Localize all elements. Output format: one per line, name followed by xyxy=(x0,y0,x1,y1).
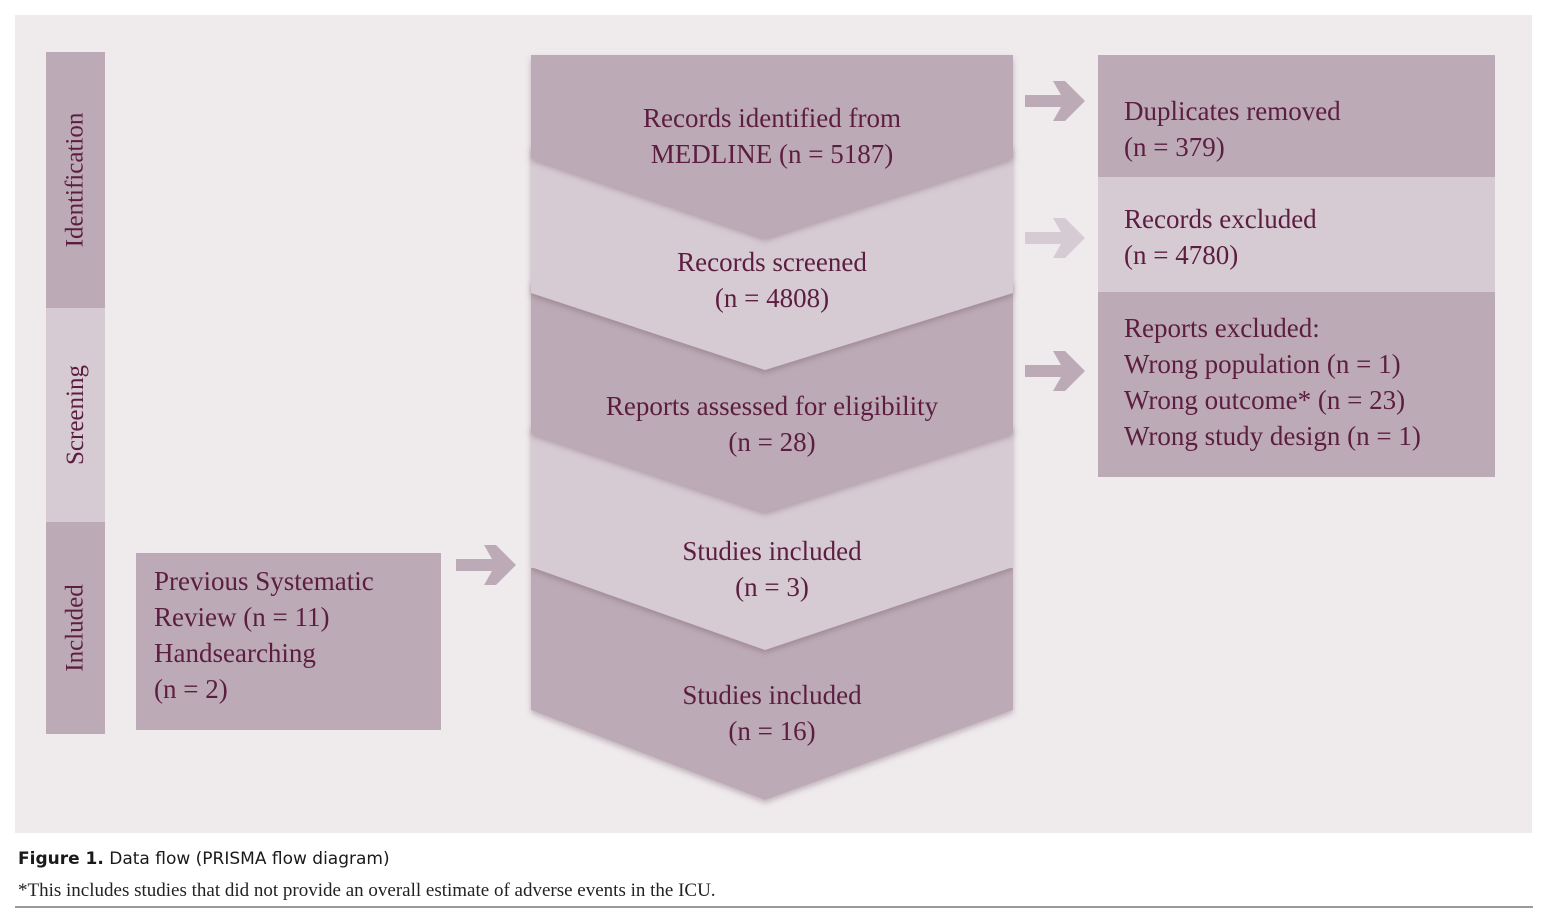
phase-identification: Identification xyxy=(46,52,105,308)
stage-chevron-1 xyxy=(531,55,1013,238)
footnote: *This includes studies that did not prov… xyxy=(18,880,716,901)
excl-title: Duplicates removed xyxy=(1124,96,1341,126)
phase-included: Included xyxy=(46,522,105,734)
divider xyxy=(15,906,1533,908)
stage-included-review: Studies included (n = 3) xyxy=(531,533,1013,605)
stage-line: Studies included xyxy=(682,680,862,710)
stage-line: Records screened xyxy=(677,247,867,277)
arrow-right-icon xyxy=(1025,218,1085,258)
stage-line: Studies included xyxy=(682,536,862,566)
box-reports-excluded: Reports excluded: Wrong population (n = … xyxy=(1098,292,1495,477)
stage-chevron-3 xyxy=(531,280,1013,512)
caption-label: Figure 1. xyxy=(18,849,104,869)
stage-count: (n = 3) xyxy=(735,572,809,602)
excl-title: Records excluded xyxy=(1124,204,1317,234)
source-line: Review (n = 11) xyxy=(154,602,330,632)
box-duplicates-removed: Duplicates removed (n = 379) xyxy=(1098,55,1495,177)
stage-line: Reports assessed for eligibility xyxy=(605,391,939,421)
box-other-sources: Previous Systematic Review (n = 11) Hand… xyxy=(136,553,441,730)
box-records-excluded: Records excluded (n = 4780) xyxy=(1098,177,1495,292)
stage-count: MEDLINE (n = 5187) xyxy=(650,139,894,169)
stage-included-total: Studies included (n = 16) xyxy=(531,677,1013,749)
stage-count: (n = 4808) xyxy=(714,283,830,313)
stage-line: Records identified from xyxy=(643,103,901,133)
diagram-canvas: Identification Screening Included Record… xyxy=(15,15,1532,833)
stage-identified: Records identified from MEDLINE (n = 518… xyxy=(531,100,1013,172)
phase-screening: Screening xyxy=(46,308,105,522)
arrow-right-icon xyxy=(456,545,516,585)
stage-count: (n = 28) xyxy=(728,427,816,457)
figure-caption: Figure 1. Data flow (PRISMA flow diagram… xyxy=(18,849,390,869)
excl-item: Wrong outcome* (n = 23) xyxy=(1124,385,1406,415)
source-line: (n = 2) xyxy=(154,674,228,704)
stage-chevron-4 xyxy=(531,425,1013,650)
source-line: Previous Systematic xyxy=(154,566,374,596)
stage-chevron-5 xyxy=(531,568,1013,800)
excl-item: Wrong study design (n = 1) xyxy=(1124,421,1421,451)
arrow-right-icon xyxy=(1025,351,1085,391)
stage-screened: Records screened (n = 4808) xyxy=(531,244,1013,316)
source-line: Handsearching xyxy=(154,638,316,668)
stage-count: (n = 16) xyxy=(728,716,816,746)
stage-chevron-2 xyxy=(531,145,1013,370)
arrow-right-icon xyxy=(1025,81,1085,121)
excl-title: Reports excluded: xyxy=(1124,313,1320,343)
excl-item: Wrong population (n = 1) xyxy=(1124,349,1401,379)
flow-chevrons xyxy=(531,55,1013,800)
excl-count: (n = 379) xyxy=(1124,132,1225,162)
caption-text: Data flow (PRISMA flow diagram) xyxy=(109,849,390,869)
excl-count: (n = 4780) xyxy=(1124,240,1239,270)
stage-assessed: Reports assessed for eligibility (n = 28… xyxy=(531,388,1013,460)
